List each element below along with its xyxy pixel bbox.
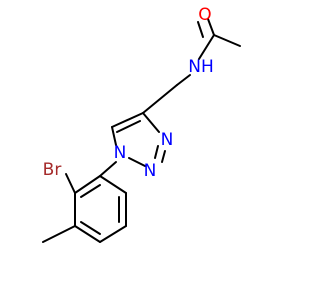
bond-ring-4 [99,225,127,243]
bond-c-methyl [42,225,76,243]
triazole-ring [111,112,166,167]
bond-ring-inner-2 [80,221,101,235]
bond-c4-c5-inner [116,120,141,133]
bond-ring-inner-1 [80,184,101,198]
bond-n1-n2 [128,157,146,167]
molecule-canvas: O NH N N N Br [42,5,241,243]
bond-carbonyl-o-2 [197,21,204,38]
atom-amide-nh: NH [188,57,214,77]
bond-n-ch2 [176,74,191,86]
bond-n2-n3 [154,145,159,159]
atom-triazole-n1: N [114,143,127,163]
bond-c-br [65,173,76,194]
atom-bromine: Br [43,160,62,180]
atom-oxygen: O [198,5,211,25]
benzene-ring [42,173,127,243]
bond-ring-6 [99,175,127,194]
molecule-structure: O NH N N N Br [42,5,241,243]
bond-carbonyl-n [198,34,215,60]
bond-methyl-carbonyl [213,34,241,47]
acetamide-group [142,18,241,114]
bond-c5-n1 [111,126,117,146]
atom-triazole-n3: N [161,130,174,150]
bond-ring-1 [74,175,101,194]
bond-ch2-triazole [142,84,178,114]
bond-n3-c4 [142,112,160,133]
atom-triazole-n2: N [144,161,157,181]
benzyl-linker [99,161,117,177]
bond-c4-c5 [111,112,144,128]
bond-n1-ch2 [99,161,117,177]
bond-carbonyl-o-1 [207,18,215,36]
bond-n2-n3-inner [161,150,166,163]
bond-ring-3 [74,225,101,243]
